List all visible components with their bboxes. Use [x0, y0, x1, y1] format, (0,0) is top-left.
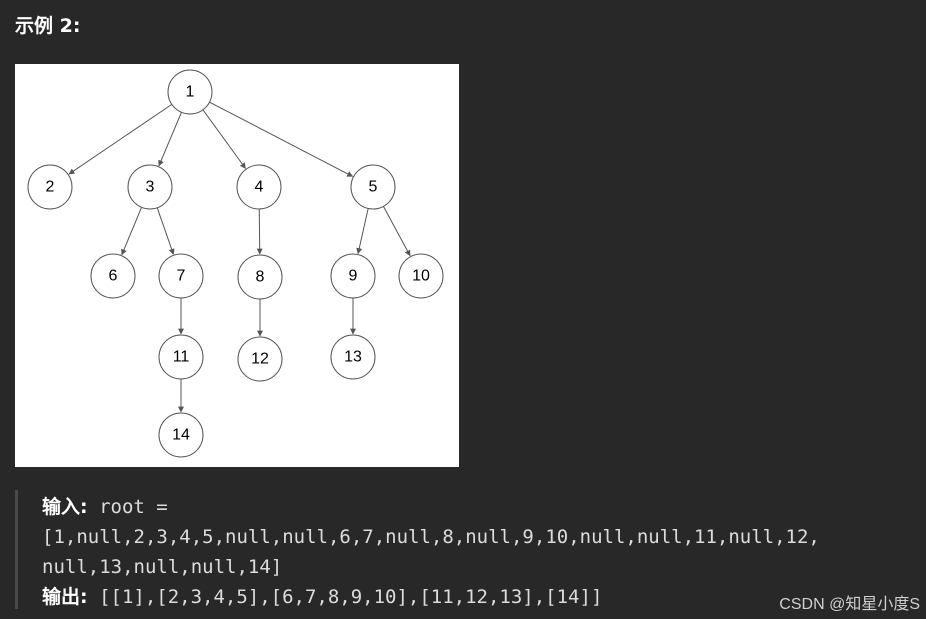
node-label: 5	[369, 179, 378, 196]
node-label: 6	[109, 268, 118, 285]
tree-node-4: 4	[236, 164, 282, 210]
node-label: 4	[255, 179, 264, 196]
node-label: 11	[173, 349, 190, 366]
tree-node-10: 10	[398, 253, 444, 299]
edge-1-3	[158, 112, 182, 167]
node-circle	[330, 253, 376, 299]
node-circle	[158, 334, 204, 380]
edge-3-7	[156, 207, 175, 255]
node-circle	[237, 336, 283, 382]
node-label: 14	[172, 427, 190, 444]
node-label: 10	[412, 268, 430, 285]
node-circle	[350, 164, 396, 210]
node-circle	[158, 253, 204, 299]
tree-node-11: 11	[158, 334, 204, 380]
node-label: 12	[251, 351, 269, 368]
input-label: 输入:	[42, 496, 88, 518]
tree-node-13: 13	[330, 334, 376, 380]
edge-4-8	[256, 208, 263, 255]
node-circle	[158, 412, 204, 458]
output-label: 输出:	[42, 586, 88, 608]
node-label: 3	[146, 179, 155, 196]
node-circle	[237, 254, 283, 300]
tree-node-8: 8	[237, 254, 283, 300]
edge-1-4	[202, 109, 246, 169]
node-circle	[127, 164, 173, 210]
io-block: 输入: root = [1,null,2,3,4,5,null,null,6,7…	[15, 490, 915, 609]
tree-node-6: 6	[90, 253, 136, 299]
node-circle	[167, 69, 213, 115]
node-label: 1	[186, 84, 195, 101]
edge-5-10	[383, 206, 411, 257]
tree-node-5: 5	[350, 164, 396, 210]
edge-1-5	[209, 101, 354, 177]
input-line-2: [1,null,2,3,4,5,null,null,6,7,null,8,nul…	[42, 526, 820, 548]
tree-node-1: 1	[167, 69, 213, 115]
edge-5-9	[356, 208, 369, 255]
tree-node-14: 14	[158, 412, 204, 458]
input-line-1: 输入: root =	[42, 492, 915, 522]
input-value-start: root =	[99, 496, 168, 518]
output-line: 输出: [[1],[2,3,4,5],[6,7,8,9,10],[11,12,1…	[42, 582, 915, 612]
example-title: 示例 2:	[15, 15, 81, 37]
tree-node-9: 9	[330, 253, 376, 299]
node-circle	[27, 164, 73, 210]
node-circle	[236, 164, 282, 210]
node-label: 7	[177, 268, 186, 285]
tree-node-7: 7	[158, 253, 204, 299]
node-circle	[90, 253, 136, 299]
edge-1-2	[68, 103, 173, 175]
edges-layer	[68, 101, 411, 413]
tree-node-3: 3	[127, 164, 173, 210]
edge-3-6	[121, 207, 143, 256]
node-label: 8	[256, 269, 265, 286]
output-value: [[1],[2,3,4,5],[6,7,8,9,10],[11,12,13],[…	[99, 586, 603, 608]
tree-node-12: 12	[237, 336, 283, 382]
node-circle	[398, 253, 444, 299]
node-label: 13	[344, 349, 362, 366]
node-circle	[330, 334, 376, 380]
node-label: 9	[349, 268, 358, 285]
watermark: CSDN @知星小度S	[779, 596, 920, 613]
input-line-3: null,13,null,null,14]	[42, 556, 283, 578]
node-label: 2	[46, 179, 55, 196]
tree-node-2: 2	[27, 164, 73, 210]
